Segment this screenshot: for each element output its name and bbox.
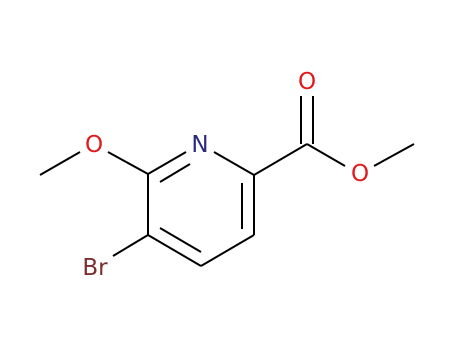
bond-methoxy-o-c6 xyxy=(107,151,149,175)
bond-n-c2 xyxy=(213,151,255,176)
bond-c2-carbonyl-c xyxy=(253,143,308,176)
atom-labels: O N O O Br xyxy=(82,69,369,281)
bond-c6-n xyxy=(147,151,187,175)
carbonyl-oxygen-label: O xyxy=(298,69,316,95)
bond-c3-c4 xyxy=(200,234,255,267)
bond-c5-br xyxy=(112,234,149,257)
bonds xyxy=(39,96,415,267)
bond-ester-o-methyl xyxy=(373,143,415,167)
bond-methyl-methoxy-o xyxy=(39,151,81,176)
bromine-label: Br xyxy=(82,255,108,281)
nitrogen-label: N xyxy=(191,132,208,158)
bond-c4-c5 xyxy=(147,234,202,267)
bond-carbonyl-c-ester-o xyxy=(306,143,346,167)
bond-c4-c5-inner xyxy=(159,227,202,253)
ester-oxygen-label: O xyxy=(351,161,369,187)
bond-c6-n-inner xyxy=(159,163,191,183)
methoxy-oxygen-label: O xyxy=(85,132,103,158)
